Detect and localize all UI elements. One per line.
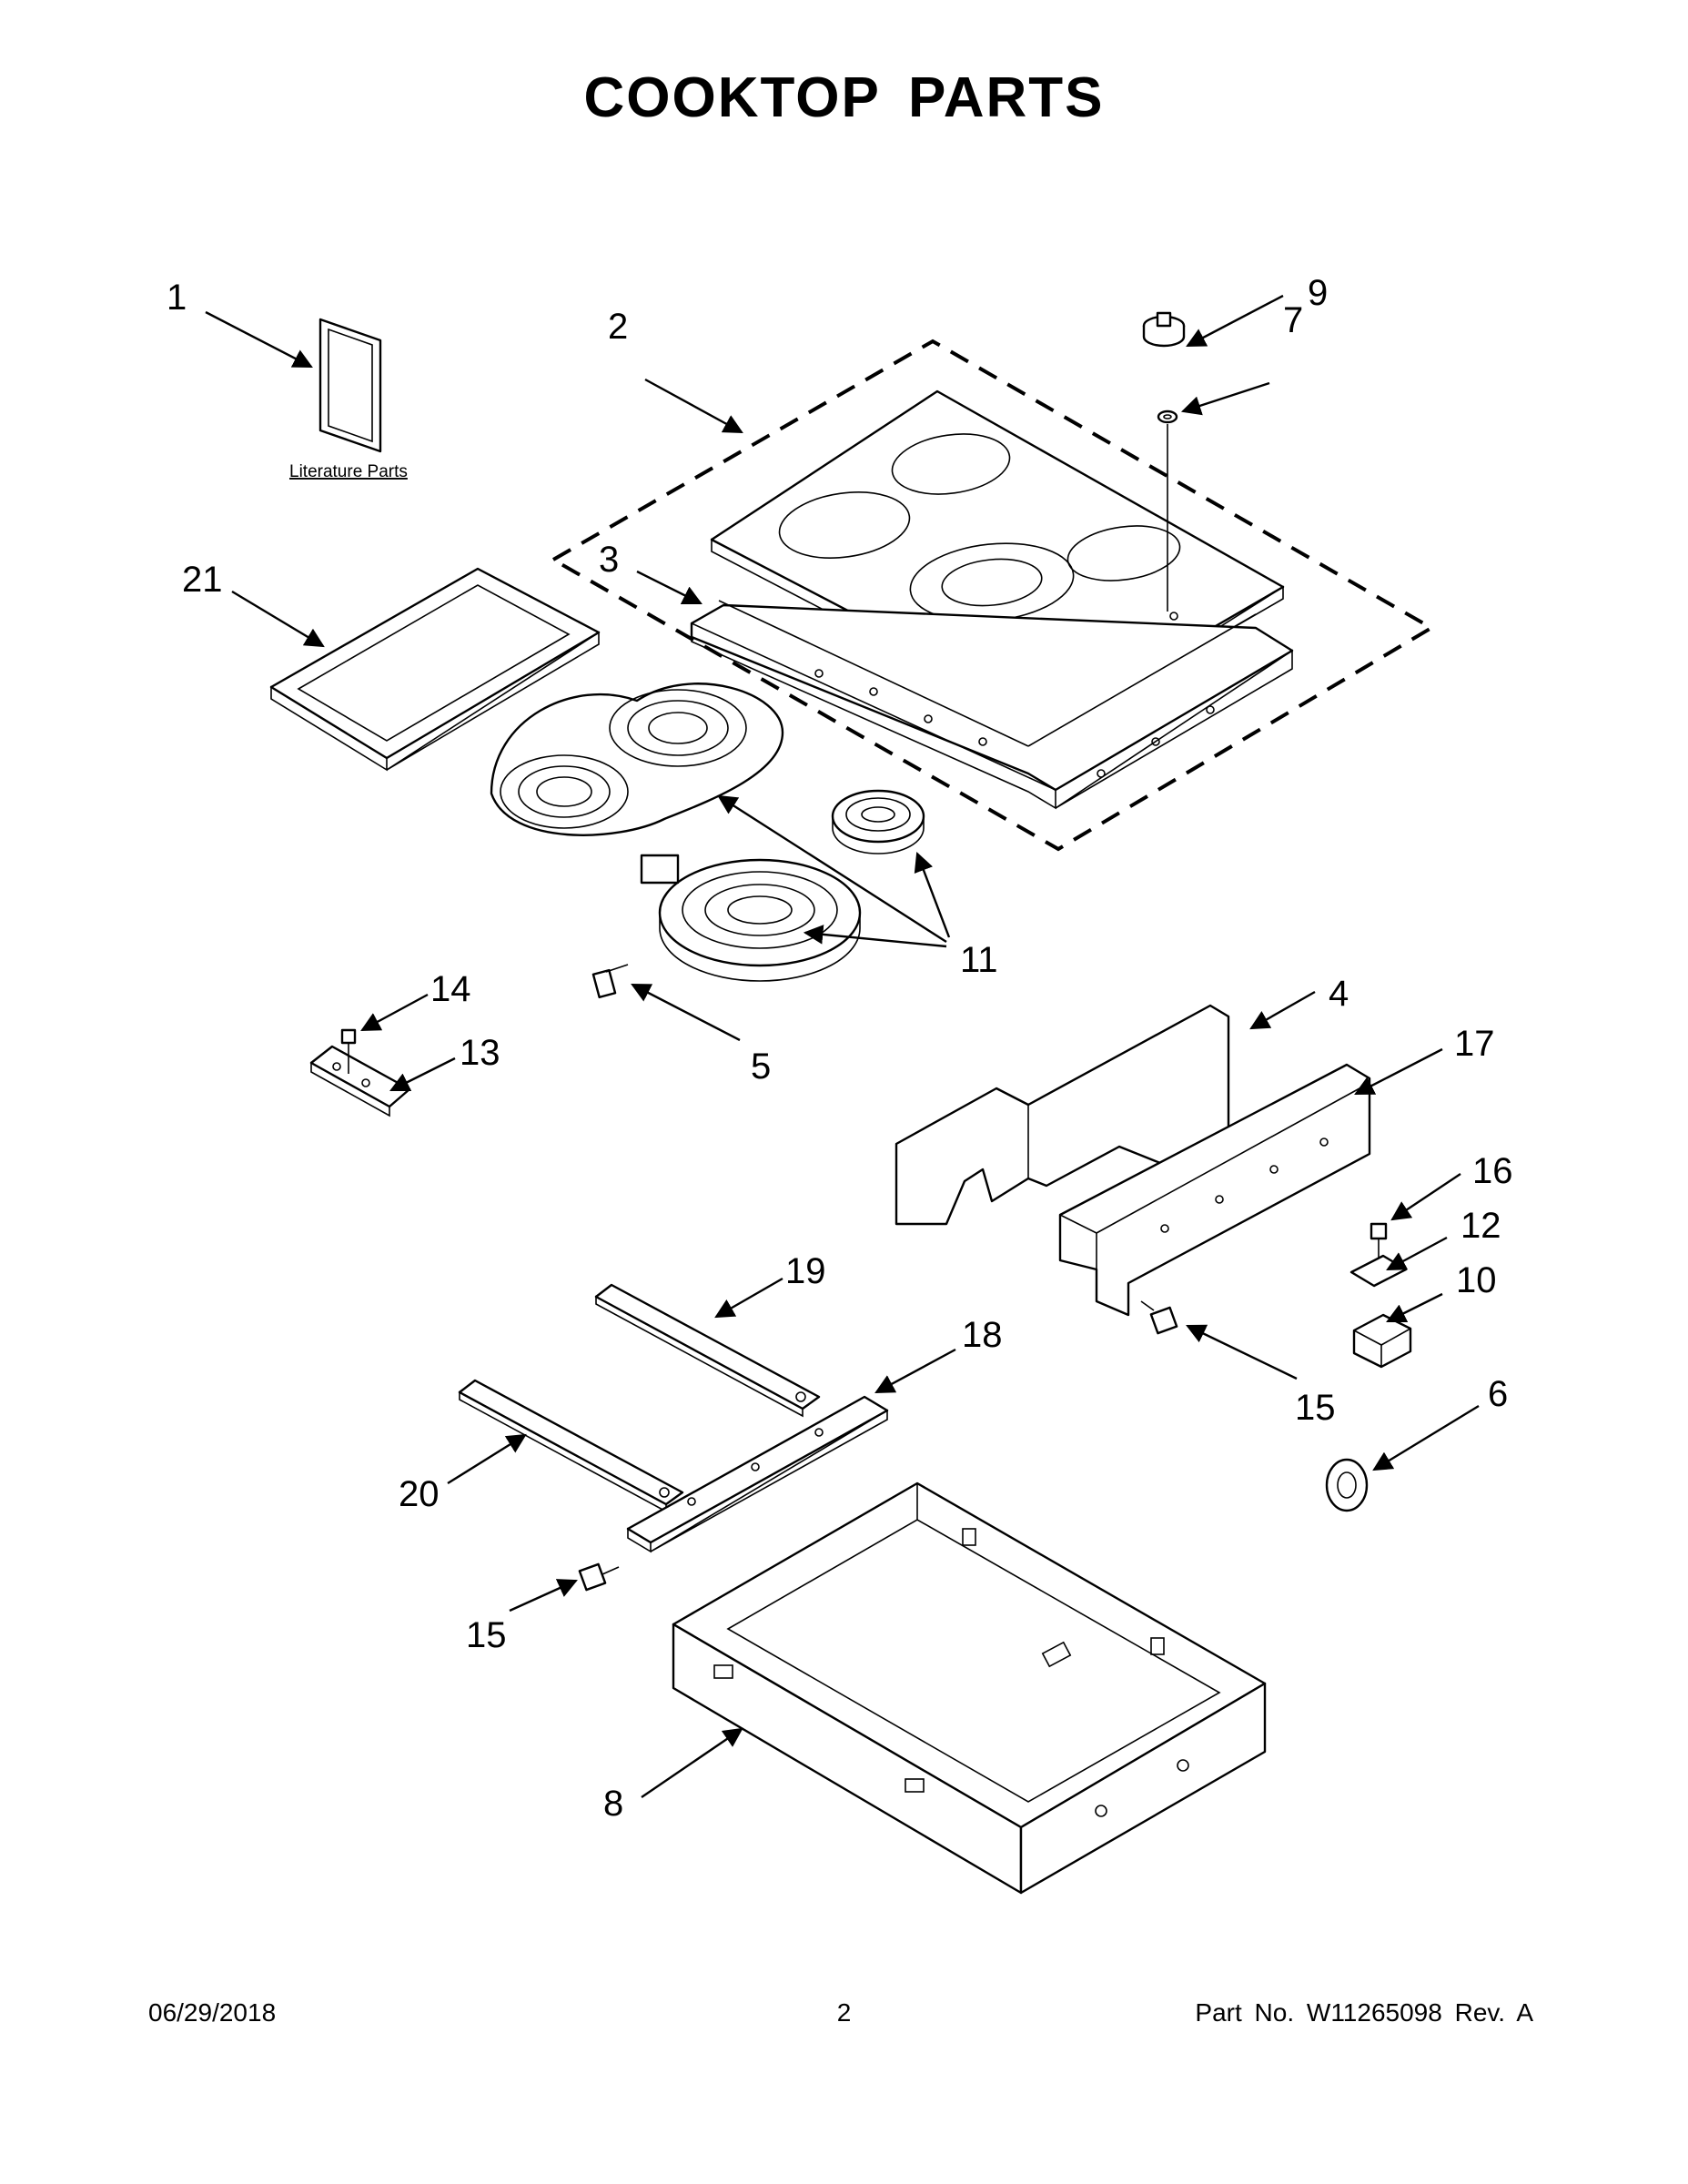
knob-washer xyxy=(1157,410,1178,424)
limit-sensor xyxy=(591,964,629,999)
leader-3 xyxy=(636,570,702,605)
cooktop-frame xyxy=(690,600,1294,810)
callout-17: 17 xyxy=(1454,1024,1495,1064)
tray-frame xyxy=(269,567,601,772)
callout-21: 21 xyxy=(182,560,223,600)
leader-14 xyxy=(360,993,429,1032)
callout-5: 5 xyxy=(751,1046,771,1087)
callout-20: 20 xyxy=(399,1474,440,1514)
leader-13 xyxy=(389,1057,456,1092)
control-bracket xyxy=(1058,1063,1371,1317)
leader-19 xyxy=(714,1277,783,1319)
literature-parts-booklet xyxy=(318,318,382,453)
leader-21 xyxy=(231,590,325,648)
callout-12: 12 xyxy=(1461,1206,1501,1246)
infinite-switch xyxy=(1352,1313,1412,1369)
callout-10: 10 xyxy=(1456,1260,1497,1300)
screw-left xyxy=(578,1562,620,1592)
leader-10 xyxy=(1386,1292,1443,1323)
callout-1: 1 xyxy=(167,278,187,318)
leader-16 xyxy=(1390,1173,1461,1221)
support-rail-upper xyxy=(594,1283,821,1418)
leader-5 xyxy=(631,983,741,1042)
leader-9 xyxy=(1186,294,1284,348)
leader-15-left xyxy=(509,1579,578,1613)
leader-11c xyxy=(914,851,951,938)
callout-15-right: 15 xyxy=(1295,1388,1336,1428)
footer-part-number: Part No. W11265098 Rev. A xyxy=(1195,1998,1533,2027)
callout-16: 16 xyxy=(1472,1151,1513,1191)
cooktop-assembly-boundary xyxy=(549,339,1435,852)
mounting-rail xyxy=(626,1395,889,1553)
large-radiant-element xyxy=(640,854,862,982)
leader-12 xyxy=(1386,1236,1448,1271)
screw-right xyxy=(1140,1300,1178,1335)
leader-6 xyxy=(1372,1404,1480,1471)
small-radiant-element xyxy=(831,789,925,854)
dual-radiant-element xyxy=(490,682,784,836)
callout-18: 18 xyxy=(962,1315,1003,1355)
page-title: COOKTOP PARTS xyxy=(583,66,1105,129)
callout-2: 2 xyxy=(608,307,628,347)
switch-bracket xyxy=(1349,1254,1408,1288)
callout-13: 13 xyxy=(460,1033,500,1073)
callout-19: 19 xyxy=(785,1251,826,1291)
footer-date: 06/29/2018 xyxy=(148,1998,277,2027)
mounting-bracket-small xyxy=(309,1045,411,1117)
leader-4 xyxy=(1249,990,1316,1030)
callout-4: 4 xyxy=(1329,974,1349,1014)
callout-9: 9 xyxy=(1308,273,1328,313)
leader-11a xyxy=(717,794,947,944)
leader-11b xyxy=(803,925,947,948)
heat-shield xyxy=(895,1004,1230,1226)
leader-15-right xyxy=(1186,1324,1298,1380)
callout-11: 11 xyxy=(960,940,998,980)
control-knob xyxy=(1142,311,1186,348)
leader-7 xyxy=(1180,381,1270,416)
literature-parts-label: Literature Parts xyxy=(289,462,408,481)
leader-1 xyxy=(205,310,313,369)
thermostat xyxy=(1325,1458,1369,1512)
leader-20 xyxy=(447,1433,527,1485)
footer-page-number: 2 xyxy=(836,1998,852,2027)
callout-8: 8 xyxy=(603,1784,623,1824)
callout-7: 7 xyxy=(1283,300,1303,340)
callout-6: 6 xyxy=(1488,1374,1508,1414)
support-rail-lower xyxy=(458,1379,684,1513)
burner-box xyxy=(672,1481,1267,1895)
leader-2 xyxy=(644,378,743,434)
callout-3: 3 xyxy=(599,540,619,580)
leader-18 xyxy=(874,1348,956,1394)
callout-15-left: 15 xyxy=(466,1615,507,1655)
callout-14: 14 xyxy=(430,969,471,1009)
leader-8 xyxy=(641,1727,743,1798)
screw-small-top xyxy=(340,1028,357,1074)
leader-17 xyxy=(1354,1047,1443,1096)
